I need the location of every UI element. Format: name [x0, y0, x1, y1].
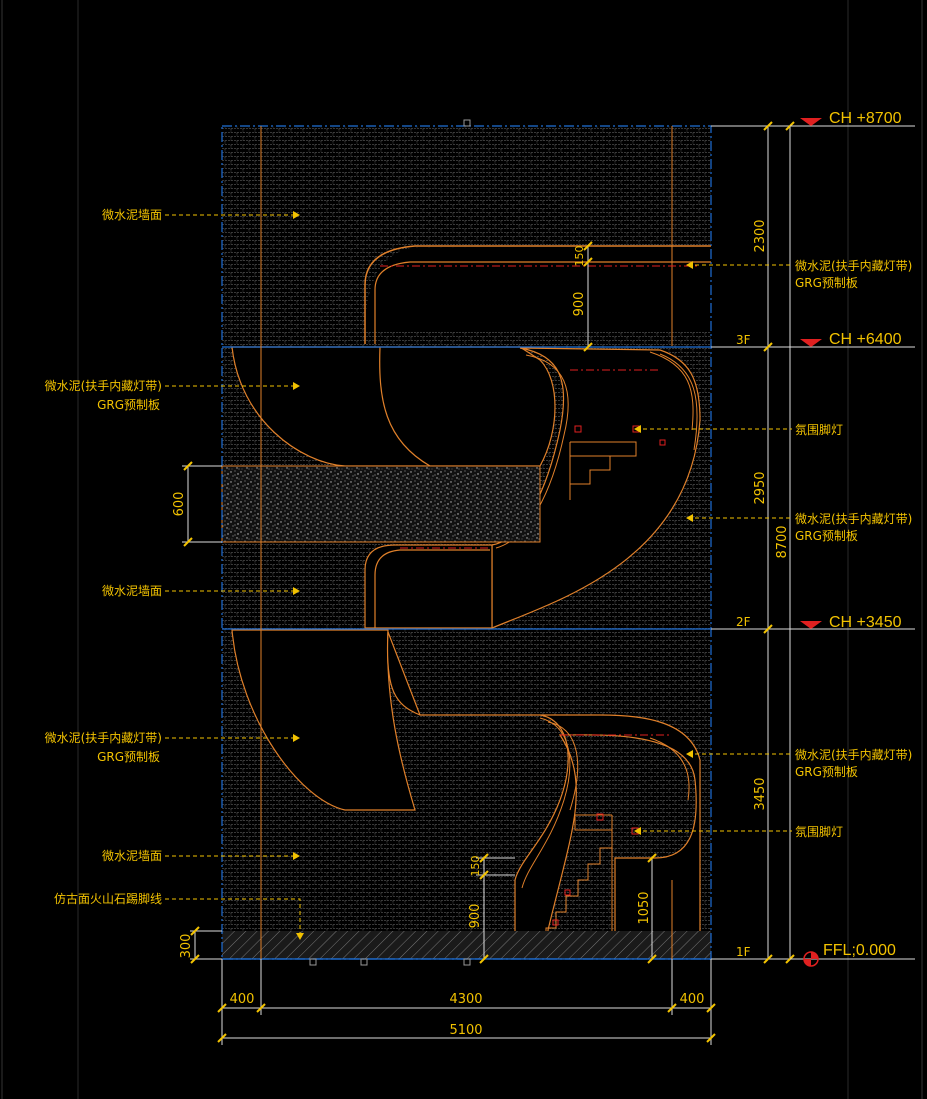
handrail-2f [374, 549, 490, 628]
stair-edge [659, 353, 698, 451]
label-foot-light-1: 氛围脚灯 [795, 422, 843, 437]
floor-label-1f: 1F [736, 945, 751, 959]
dim-8700: 8700 [775, 525, 790, 558]
elevation-marker-6400 [790, 339, 915, 348]
skirting-dimension [190, 930, 222, 960]
label-right-rail-2-line1: 微水泥(扶手内藏灯带) [795, 511, 912, 526]
slab-dimension [182, 465, 222, 543]
stair-edge [547, 721, 579, 811]
floor-label-3f: 3F [736, 333, 751, 347]
dim-600: 600 [172, 492, 187, 517]
dimension-ticks [183, 461, 193, 547]
label-skirting: 仿古面火山石踢脚线 [54, 891, 162, 906]
dim-3450: 3450 [753, 777, 768, 810]
landing-3f [365, 246, 711, 332]
dim-5100: 5100 [449, 1023, 482, 1038]
dim-400-left: 400 [230, 992, 255, 1007]
dim-900-top: 900 [572, 292, 587, 317]
ffl-label: FFL;0.000 [823, 942, 896, 959]
dimension-ticks [479, 853, 657, 964]
label-right-rail-3-line1: 微水泥(扶手内藏灯带) [795, 747, 912, 762]
label-rail-1-line2: GRG预制板 [97, 398, 160, 412]
floor-label-2f: 2F [736, 615, 751, 629]
dim-150-top: 150 [573, 246, 586, 267]
label-wall-3: 微水泥墙面 [102, 849, 162, 863]
label-right-rail-1-line2: GRG预制板 [795, 276, 858, 290]
dim-2300: 2300 [753, 219, 768, 252]
left-leader-arrows [293, 211, 304, 940]
label-rail-2-line1: 微水泥(扶手内藏灯带) [45, 730, 162, 745]
dim-4300: 4300 [449, 992, 482, 1007]
label-right-rail-3-line2: GRG预制板 [795, 765, 858, 779]
label-rail-1-line1: 微水泥(扶手内藏灯带) [45, 378, 162, 393]
dim-2950: 2950 [753, 471, 768, 504]
label-right-rail-2-line2: GRG预制板 [795, 529, 858, 543]
handrail-3f-inner [374, 261, 711, 344]
right-leader-arrows [634, 261, 693, 835]
right-leaders [636, 264, 792, 832]
ffl-marker [790, 951, 915, 967]
stair-edge [649, 351, 694, 431]
elevation-label-3450: CH +3450 [829, 614, 902, 631]
elevation-marker-3450 [790, 621, 915, 630]
stair-flight-lower-left [231, 629, 416, 811]
elevation-marker-8700 [790, 118, 915, 127]
left-leaders [165, 214, 301, 938]
label-right-rail-1-line1: 微水泥(扶手内藏灯带) [795, 258, 912, 273]
grip-markers [309, 119, 471, 966]
stair-steps-upper [569, 441, 637, 500]
skirting-base [222, 931, 711, 959]
label-wall-1: 微水泥墙面 [102, 208, 162, 222]
floor-slab-2f [221, 465, 541, 543]
stair-edge [521, 717, 571, 889]
dimension-lines-bottom [221, 959, 712, 1045]
label-wall-2: 微水泥墙面 [102, 584, 162, 598]
dim-300: 300 [179, 934, 194, 959]
dimension-ticks [190, 926, 200, 964]
dim-400-right: 400 [680, 992, 705, 1007]
dimension-ticks [583, 241, 593, 352]
stair-edge [379, 346, 431, 467]
elevation-label-6400: CH +6400 [829, 331, 902, 348]
label-rail-2-line2: GRG预制板 [97, 750, 160, 764]
landing-2f [364, 544, 493, 629]
dimension-ticks [217, 1003, 716, 1043]
dim-150-low: 150 [469, 856, 482, 877]
label-foot-light-2: 氛围脚灯 [795, 824, 843, 839]
elevation-label-8700: CH +8700 [829, 110, 902, 127]
dim-900-low: 900 [468, 904, 483, 929]
stair-flight-upper-right [491, 347, 701, 629]
dim-1050: 1050 [637, 891, 652, 924]
stair-edge [649, 737, 690, 801]
handrail-3f [364, 245, 711, 344]
